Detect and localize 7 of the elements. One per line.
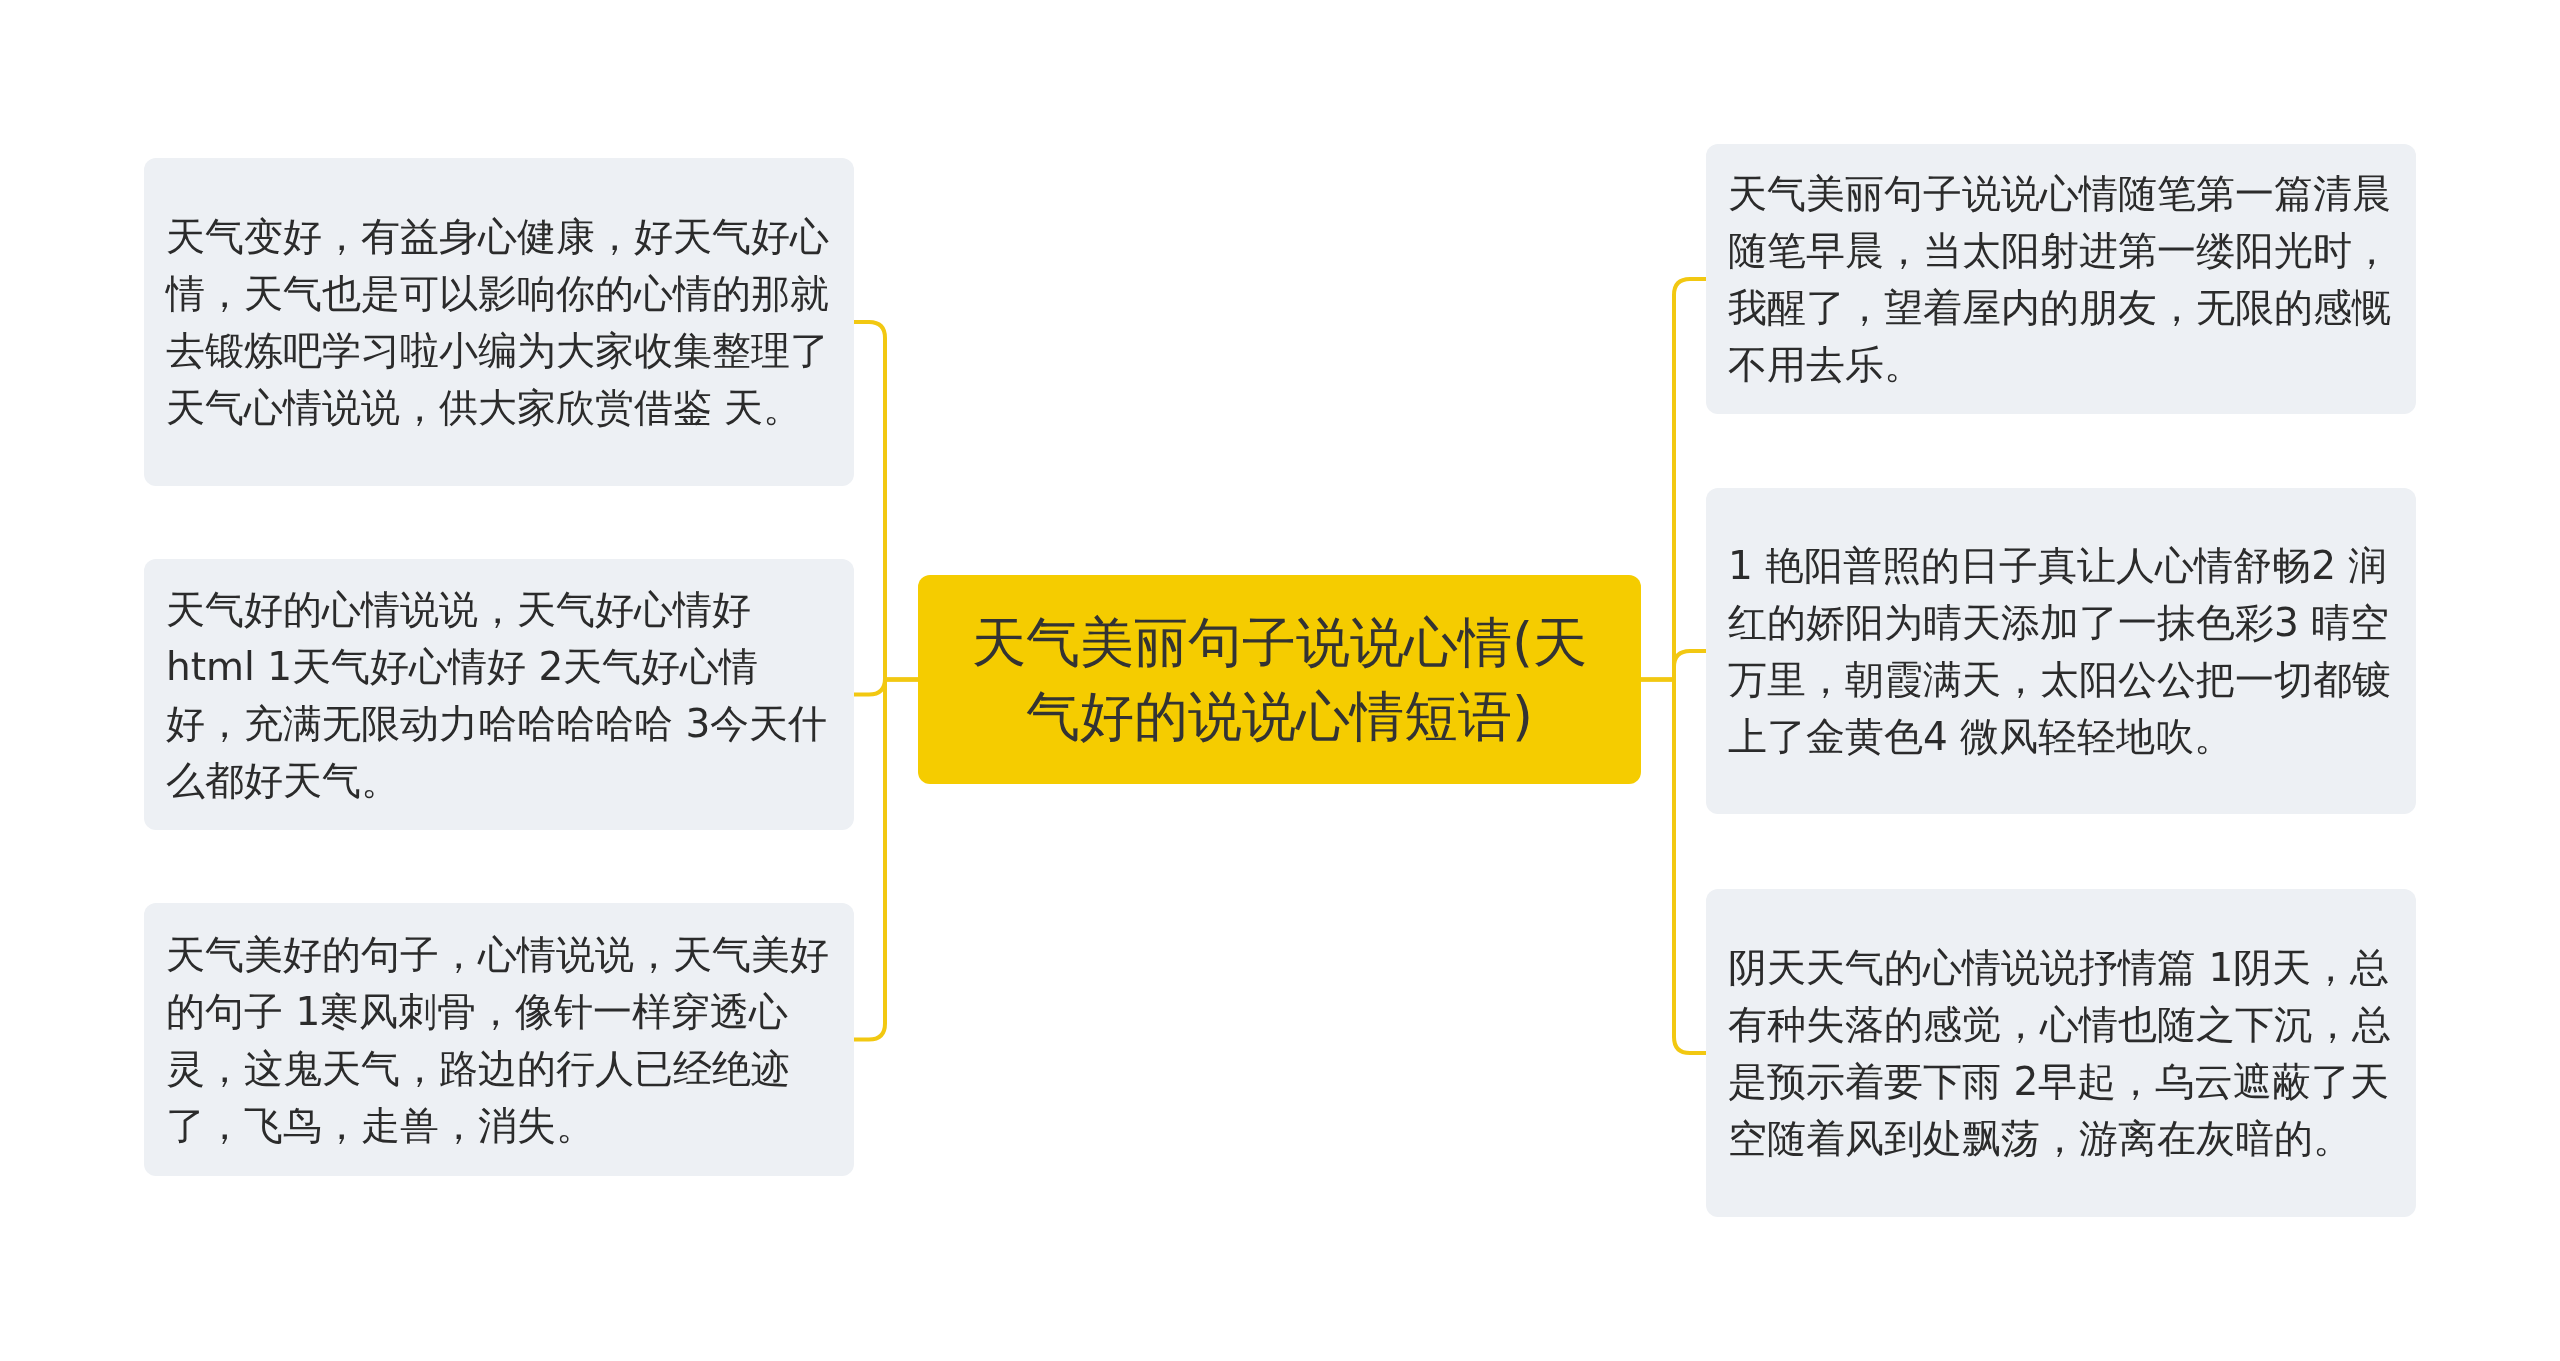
topic-box: 天气美丽句子说说心情(天气好的说说心情短语)	[918, 575, 1641, 784]
text-card: 天气变好，有益身心健康，好天气好心情，天气也是可以影响你的心情的那就去锻炼吧学习啦小编为大家收集整理了天气心情说说，供大家欣赏借鉴 天。	[144, 158, 854, 486]
text-card: 1 艳阳普照的日子真让人心情舒畅2 润红的娇阳为晴天添加了一抹色彩3 晴空万里，朝霞满天，太阳公公把一切都镀上了金黄色4 微风轻轻地吹。	[1706, 488, 2416, 814]
text-card: 天气美好的句子，心情说说，天气美好的句子 1寒风刺骨，像针一样穿透心灵，这鬼天气，路边的行人已经绝迹了，飞鸟，走兽，消失。	[144, 903, 854, 1176]
text-card: 阴天天气的心情说说抒情篇 1阴天，总有种失落的感觉，心情也随之下沉，总是预示着要下雨 2早起，乌云遮蔽了天空随着风到处飘荡，游离在灰暗的。	[1706, 889, 2416, 1217]
text-card: 天气好的心情说说，天气好心情好html 1天气好心情好 2天气好心情好，充满无限动力哈哈哈哈哈 3今天什么都好天气。	[144, 559, 854, 830]
text-card: 天气美丽句子说说心情随笔第一篇清晨随笔早晨，当太阳射进第一缕阳光时，我醒了，望着屋内的朋友，无限的感慨不用去乐。	[1706, 144, 2416, 414]
